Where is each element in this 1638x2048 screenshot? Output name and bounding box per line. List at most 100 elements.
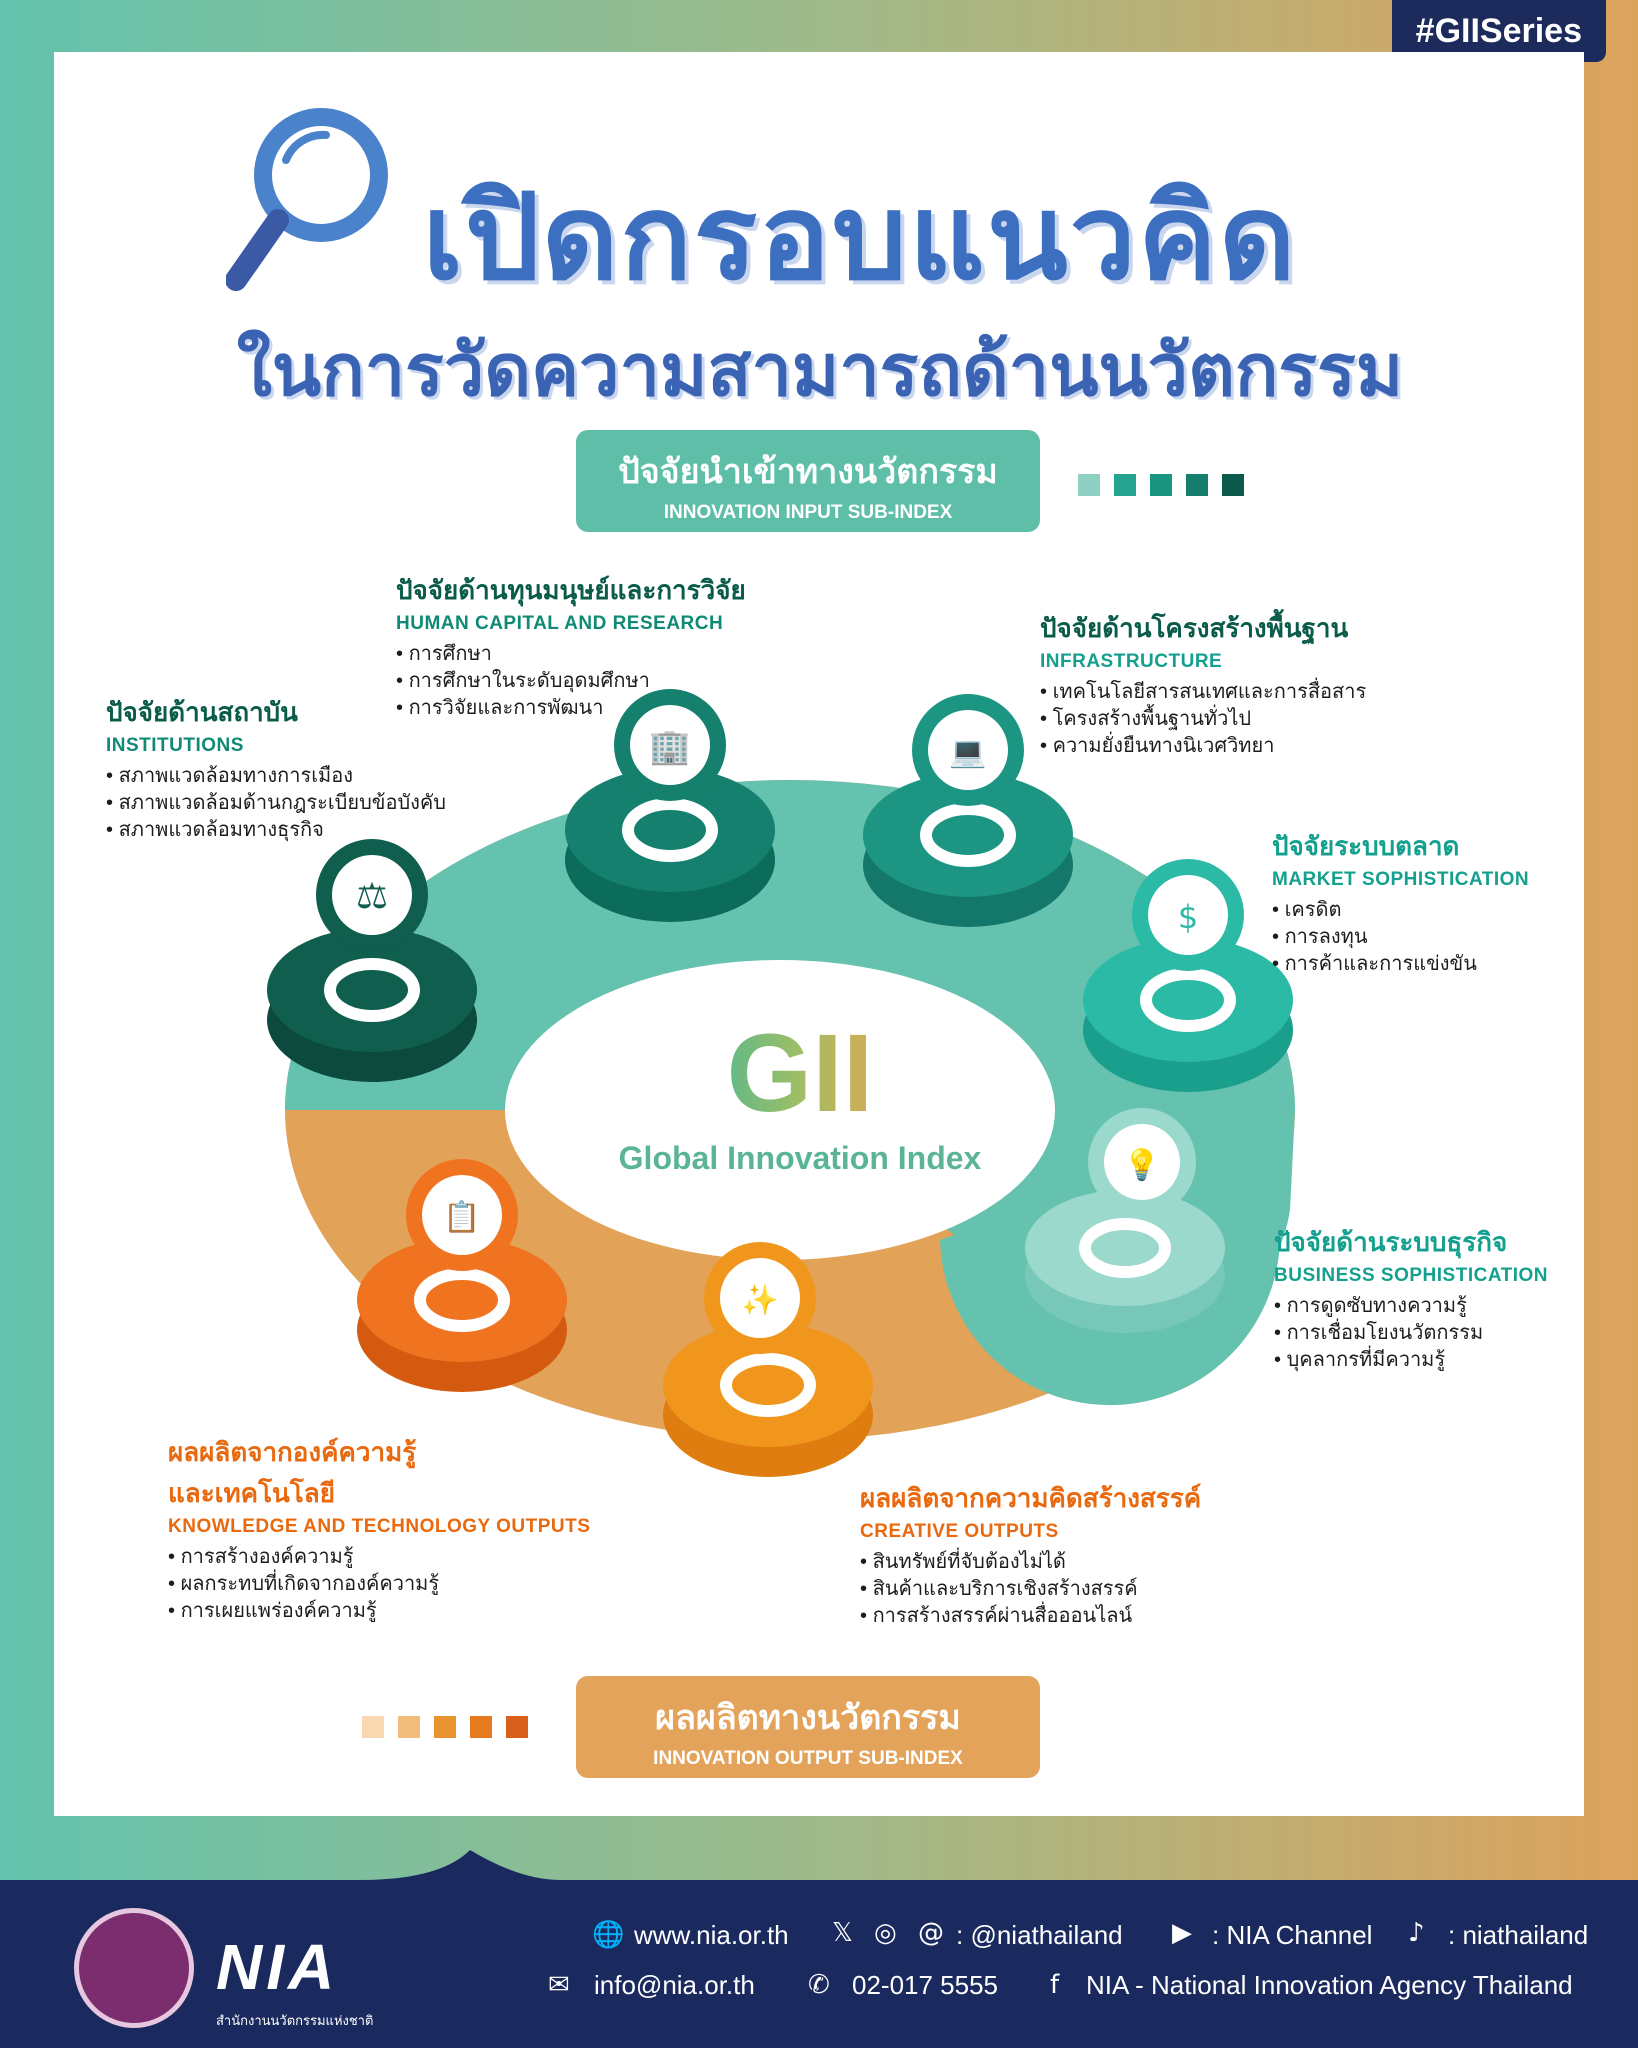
factor-title: ปัจจัยด้านทุนมนุษย์และการวิจัย: [396, 575, 746, 605]
instagram-icon[interactable]: ◎: [874, 1918, 897, 1948]
input-banner-th: ปัจจัยนำเข้าทางนวัตกรรม: [618, 453, 998, 491]
svg-text:📋: 📋: [443, 1199, 480, 1235]
factor-title-line2: และเทคโนโลยี: [168, 1478, 335, 1508]
footer-curve: [0, 1850, 1638, 1910]
pin-creative: ✨: [663, 1242, 873, 1477]
list-item: ความยั่งยืนทางนิเวศวิทยา: [1040, 733, 1366, 760]
square: [1222, 474, 1244, 496]
series-tag: #GIISeries: [1391, 0, 1606, 62]
nia-logo: NIA: [216, 1931, 339, 2003]
website-link[interactable]: www.nia.or.th: [634, 1920, 789, 1950]
output-squares: [362, 1716, 528, 1738]
factor-en: KNOWLEDGE AND TECHNOLOGY OUTPUTS: [168, 1516, 591, 1537]
factor-title: ปัจจัยระบบตลาด: [1272, 831, 1460, 861]
email-icon: ✉: [548, 1970, 570, 2000]
list-item: การเผยแพร่องค์ความรู้: [168, 1598, 590, 1625]
pin-market: $: [1083, 859, 1293, 1092]
factor-title: ปัจจัยด้านโครงสร้างพื้นฐาน: [1040, 613, 1349, 643]
factor-infrastructure: ปัจจัยด้านโครงสร้างพื้นฐาน INFRASTRUCTUR…: [1040, 608, 1366, 760]
factor-en: HUMAN CAPITAL AND RESEARCH: [396, 613, 724, 634]
square: [470, 1716, 492, 1738]
nia-logo-subtitle: สำนักงานนวัตกรรมแห่งชาติ: [216, 2013, 374, 2028]
pin-business: 💡: [1025, 1108, 1225, 1333]
list-item: เครดิต: [1272, 897, 1529, 924]
factor-business: ปัจจัยด้านระบบธุรกิจ BUSINESS SOPHISTICA…: [1274, 1222, 1548, 1374]
output-subindex-banner: ผลผลิตทางนวัตกรรม INNOVATION OUTPUT SUB-…: [576, 1676, 1040, 1778]
input-subindex-banner: ปัจจัยนำเข้าทางนวัตกรรม INNOVATION INPUT…: [576, 430, 1040, 532]
gii-name: Global Innovation Index: [618, 1140, 982, 1176]
square: [506, 1716, 528, 1738]
list-item: การเชื่อมโยงนวัตกรรม: [1274, 1320, 1548, 1347]
list-item: สภาพแวดล้อมทางธุรกิจ: [106, 817, 446, 844]
factor-en: CREATIVE OUTPUTS: [860, 1521, 1059, 1542]
list-item: การสร้างสรรค์ผ่านสื่อออนไลน์: [860, 1603, 1201, 1630]
threads-icon[interactable]: @: [918, 1918, 944, 1948]
nia-seal-logo: [74, 1908, 194, 2028]
svg-text:✨: ✨: [741, 1283, 778, 1318]
square: [1114, 474, 1136, 496]
svg-text:🏢: 🏢: [649, 727, 691, 767]
tiktok-icon[interactable]: ♪: [1408, 1918, 1425, 1948]
youtube-icon[interactable]: ▶: [1172, 1918, 1192, 1948]
facebook-icon[interactable]: f: [1050, 1970, 1060, 2000]
svg-text:⚖: ⚖: [356, 876, 388, 917]
square: [1186, 474, 1208, 496]
output-banner-en: INNOVATION OUTPUT SUB-INDEX: [653, 1748, 963, 1769]
svg-text:💡: 💡: [1123, 1147, 1160, 1183]
pin-institutions: ⚖: [267, 839, 477, 1082]
globe-icon: 🌐: [592, 1920, 625, 1950]
list-item: การดูดซับทางความรู้: [1274, 1293, 1548, 1320]
list-item: บุคลากรที่มีความรู้: [1274, 1347, 1548, 1374]
factor-en: MARKET SOPHISTICATION: [1272, 869, 1530, 890]
svg-text:$: $: [1178, 898, 1198, 936]
svg-text:💻: 💻: [949, 735, 986, 770]
list-item: สภาพแวดล้อมทางการเมือง: [106, 763, 446, 790]
factor-title: ปัจจัยด้านระบบธุรกิจ: [1274, 1227, 1508, 1257]
output-banner-th: ผลผลิตทางนวัตกรรม: [655, 1699, 961, 1737]
list-item: การศึกษา: [396, 641, 746, 668]
factor-market: ปัจจัยระบบตลาด MARKET SOPHISTICATION เคร…: [1272, 826, 1529, 978]
factor-institutions: ปัจจัยด้านสถาบัน INSTITUTIONS สภาพแวดล้อ…: [106, 692, 446, 844]
list-item: สินค้าและบริการเชิงสร้างสรรค์: [860, 1576, 1201, 1603]
factor-human-capital: ปัจจัยด้านทุนมนุษย์และการวิจัย HUMAN CAP…: [396, 570, 746, 722]
list-item: โครงสร้างพื้นฐานทั่วไป: [1040, 706, 1366, 733]
factor-title: ผลผลิตจากองค์ความรู้: [168, 1437, 417, 1467]
square: [398, 1716, 420, 1738]
square: [1150, 474, 1172, 496]
factor-creative: ผลผลิตจากความคิดสร้างสรรค์ CREATIVE OUTP…: [860, 1478, 1201, 1630]
square: [1078, 474, 1100, 496]
square: [362, 1716, 384, 1738]
email-link[interactable]: info@nia.or.th: [594, 1970, 755, 2000]
list-item: การค้าและการแข่งขัน: [1272, 951, 1529, 978]
input-banner-en: INNOVATION INPUT SUB-INDEX: [663, 502, 953, 523]
factor-knowledge: ผลผลิตจากองค์ความรู้ และเทคโนโลยี KNOWLE…: [168, 1432, 590, 1625]
pin-infrastructure: 💻: [863, 694, 1073, 927]
tiktok-handle[interactable]: : niathailand: [1448, 1920, 1589, 1950]
factor-title: ปัจจัยด้านสถาบัน: [106, 697, 298, 727]
youtube-channel[interactable]: : NIA Channel: [1212, 1920, 1373, 1950]
list-item: ผลกระทบที่เกิดจากองค์ความรู้: [168, 1571, 590, 1598]
social-handle: : @niathailand: [956, 1920, 1123, 1950]
x-icon[interactable]: 𝕏: [832, 1918, 853, 1948]
factor-en: BUSINESS SOPHISTICATION: [1274, 1265, 1549, 1286]
pin-knowledge: 📋: [357, 1159, 567, 1392]
list-item: เทคโนโลยีสารสนเทศและการสื่อสาร: [1040, 679, 1367, 706]
factor-title: ผลผลิตจากความคิดสร้างสรรค์: [860, 1483, 1202, 1513]
phone-icon: ✆: [808, 1970, 830, 2000]
phone-number[interactable]: 02-017 5555: [852, 1970, 999, 2000]
factor-en: INSTITUTIONS: [106, 735, 244, 756]
facebook-page[interactable]: NIA - National Innovation Agency Thailan…: [1086, 1970, 1573, 2000]
list-item: การศึกษาในระดับอุดมศึกษา: [396, 668, 746, 695]
input-squares: [1078, 474, 1244, 496]
page-title: เปิดกรอบแนวคิด: [422, 172, 1298, 304]
list-item: สภาพแวดล้อมด้านกฎระเบียบข้อบังคับ: [106, 790, 446, 817]
gii-logo: GII: [700, 1010, 900, 1137]
page-subtitle: ในการวัดความสามารถด้านนวัตกรรม: [236, 331, 1404, 411]
list-item: สินทรัพย์ที่จับต้องไม่ได้: [860, 1549, 1201, 1576]
pin-human-capital: 🏢: [565, 689, 775, 922]
list-item: การสร้างองค์ความรู้: [168, 1544, 590, 1571]
square: [434, 1716, 456, 1738]
list-item: การวิจัยและการพัฒนา: [396, 695, 746, 722]
magnifier-icon: [226, 108, 388, 291]
